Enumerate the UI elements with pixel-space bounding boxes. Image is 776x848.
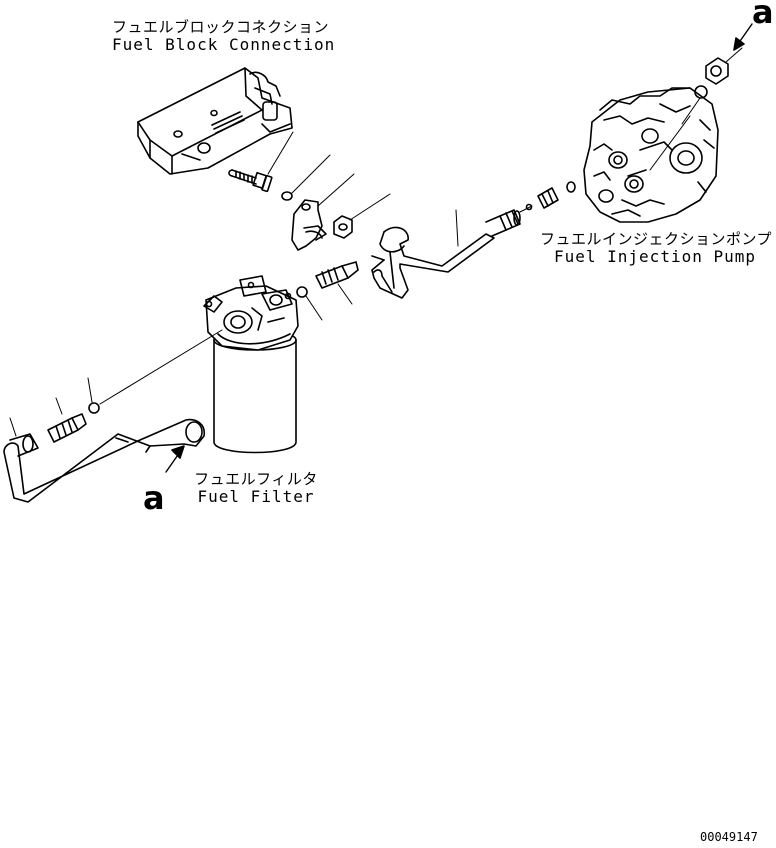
fuel-filter-label-jp: フュエルフィルタ [194,470,318,488]
fuel-filter-label: フュエルフィルタ Fuel Filter [186,470,326,507]
fuel-block-connection-label: フュエルブロックコネクション Fuel Block Connection [112,18,336,55]
fuel-filter-part [203,275,299,454]
leader-line-pipe-middle [455,209,459,247]
leader-line-hose-connector [55,397,63,415]
leader-line-return-pipe [9,417,17,437]
fuel-pipe-middle [371,209,521,299]
o-ring-left-part [88,402,100,414]
leader-line-nut [349,193,391,221]
pump-top-plug-part [694,47,743,99]
reference-mark-a-top: a [752,0,774,31]
return-pipe-part [3,418,206,503]
nut-part [333,215,353,239]
fuel-injection-pump-label-en: Fuel Injection Pump [553,247,757,267]
fuel-block-connection-label-jp: フュエルブロックコネクション [112,18,330,36]
washer-part [281,191,293,201]
fuel-injection-pump-part [583,87,719,223]
arrow-a-top-head-icon [733,37,745,51]
fuel-filter-label-en: Fuel Filter [197,487,315,507]
assembly-centerline [99,329,223,405]
leader-line-o-ring [305,295,323,321]
pump-inlet-fitting-part [525,181,576,211]
leader-line-pump-fitting [649,115,691,171]
fuel-injection-pump-label: フュエルインジェクションポンプ Fuel Injection Pump [540,230,773,267]
leader-line-bolt [267,131,294,175]
leader-line-o-ring-left [87,377,93,403]
reference-mark-a-bottom: a [143,479,165,517]
fuel-injection-pump-label-jp: フュエルインジェクションポンプ [540,230,773,248]
leader-line-connector [337,283,353,305]
o-ring-part [296,286,308,298]
fuel-block-connection-part [137,67,293,175]
leader-line-pump-plug [681,97,701,125]
filter-connector-part [315,261,359,289]
banjo-bolt-part [228,169,273,193]
fuel-block-connection-label-en: Fuel Block Connection [112,35,336,55]
leader-line-bracket [317,173,355,207]
pump-centerline [519,205,533,213]
drawing-number: 00049147 [700,830,758,844]
clamp-bracket-part [291,199,327,251]
leader-line-washer [290,154,331,195]
arrow-a-bottom-head-icon [171,445,185,459]
hose-connector-part [47,413,87,443]
